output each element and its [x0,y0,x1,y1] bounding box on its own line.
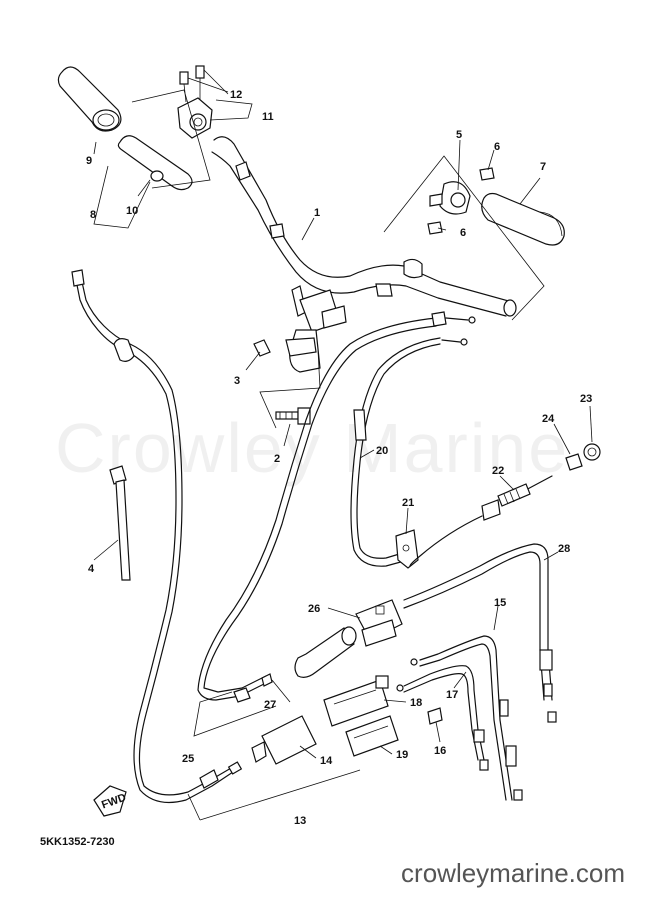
nut-24-part [565,453,583,471]
callout-5: 5 [456,129,462,141]
callout-12: 12 [230,89,242,101]
callout-28: 28 [558,543,570,555]
callout-27: 27 [264,699,276,711]
callout-23: 23 [580,393,592,405]
cable-17-part [396,665,489,771]
callout-16: 16 [434,745,446,757]
fwd-arrow-icon: FWD [93,785,128,817]
throttle-cable-part [71,269,243,803]
boot-27-part [294,626,357,678]
callout-20: 20 [376,445,388,457]
callout-21: 21 [402,497,414,509]
cable-28-part [403,543,557,723]
switch-block-19-part [345,715,399,757]
callout-22: 22 [492,465,504,477]
callout-4: 4 [88,563,95,575]
diagram-part-code: 5KK1352-7230 [40,836,115,848]
cable-tie-part [109,465,131,581]
right-grip-part [481,192,565,246]
callout-6-top: 6 [494,141,500,153]
callout-9: 9 [86,155,92,167]
callout-17: 17 [446,689,458,701]
callout-15: 15 [494,597,506,609]
screw-16-part [427,707,443,725]
callout-26: 26 [308,603,320,615]
left-grip-part [57,66,122,132]
connector-26-part [355,599,403,647]
handlebar-part [211,136,517,373]
clip-part [253,339,271,357]
callout-11: 11 [262,111,274,123]
bolt-part [275,407,311,425]
callout-25: 25 [182,753,194,765]
callout-1: 1 [314,207,320,219]
block-14-part [251,715,317,765]
leader-lines [93,69,593,821]
switch-block-18-part [323,675,389,727]
cable-adjuster-part [409,475,553,567]
callout-2: 2 [274,453,280,465]
choke-cable-part [197,311,476,703]
watermark-text: Crowley Marine [55,409,570,487]
callout-24: 24 [542,413,555,425]
callout-7: 7 [540,161,546,173]
callout-3: 3 [234,375,240,387]
callout-18: 18 [410,697,422,709]
cable-20-part [350,337,468,567]
throttle-housing-part [177,65,213,139]
callout-labels: 1 2 3 4 5 6 6 7 8 9 10 11 12 13 14 15 16… [86,89,592,827]
site-footer-link[interactable]: crowleymarine.com [401,858,625,888]
throttle-sleeve-part [117,135,193,191]
callout-19: 19 [396,749,408,761]
cable-bracket-part [395,529,419,569]
callout-14: 14 [320,755,333,767]
right-switch-part [427,167,495,235]
callout-6-bottom: 6 [460,227,466,239]
callout-8: 8 [90,209,96,221]
cable-15-part [410,635,523,801]
callout-10: 10 [126,205,138,217]
callout-13: 13 [294,815,306,827]
nut-23-part [583,443,601,461]
